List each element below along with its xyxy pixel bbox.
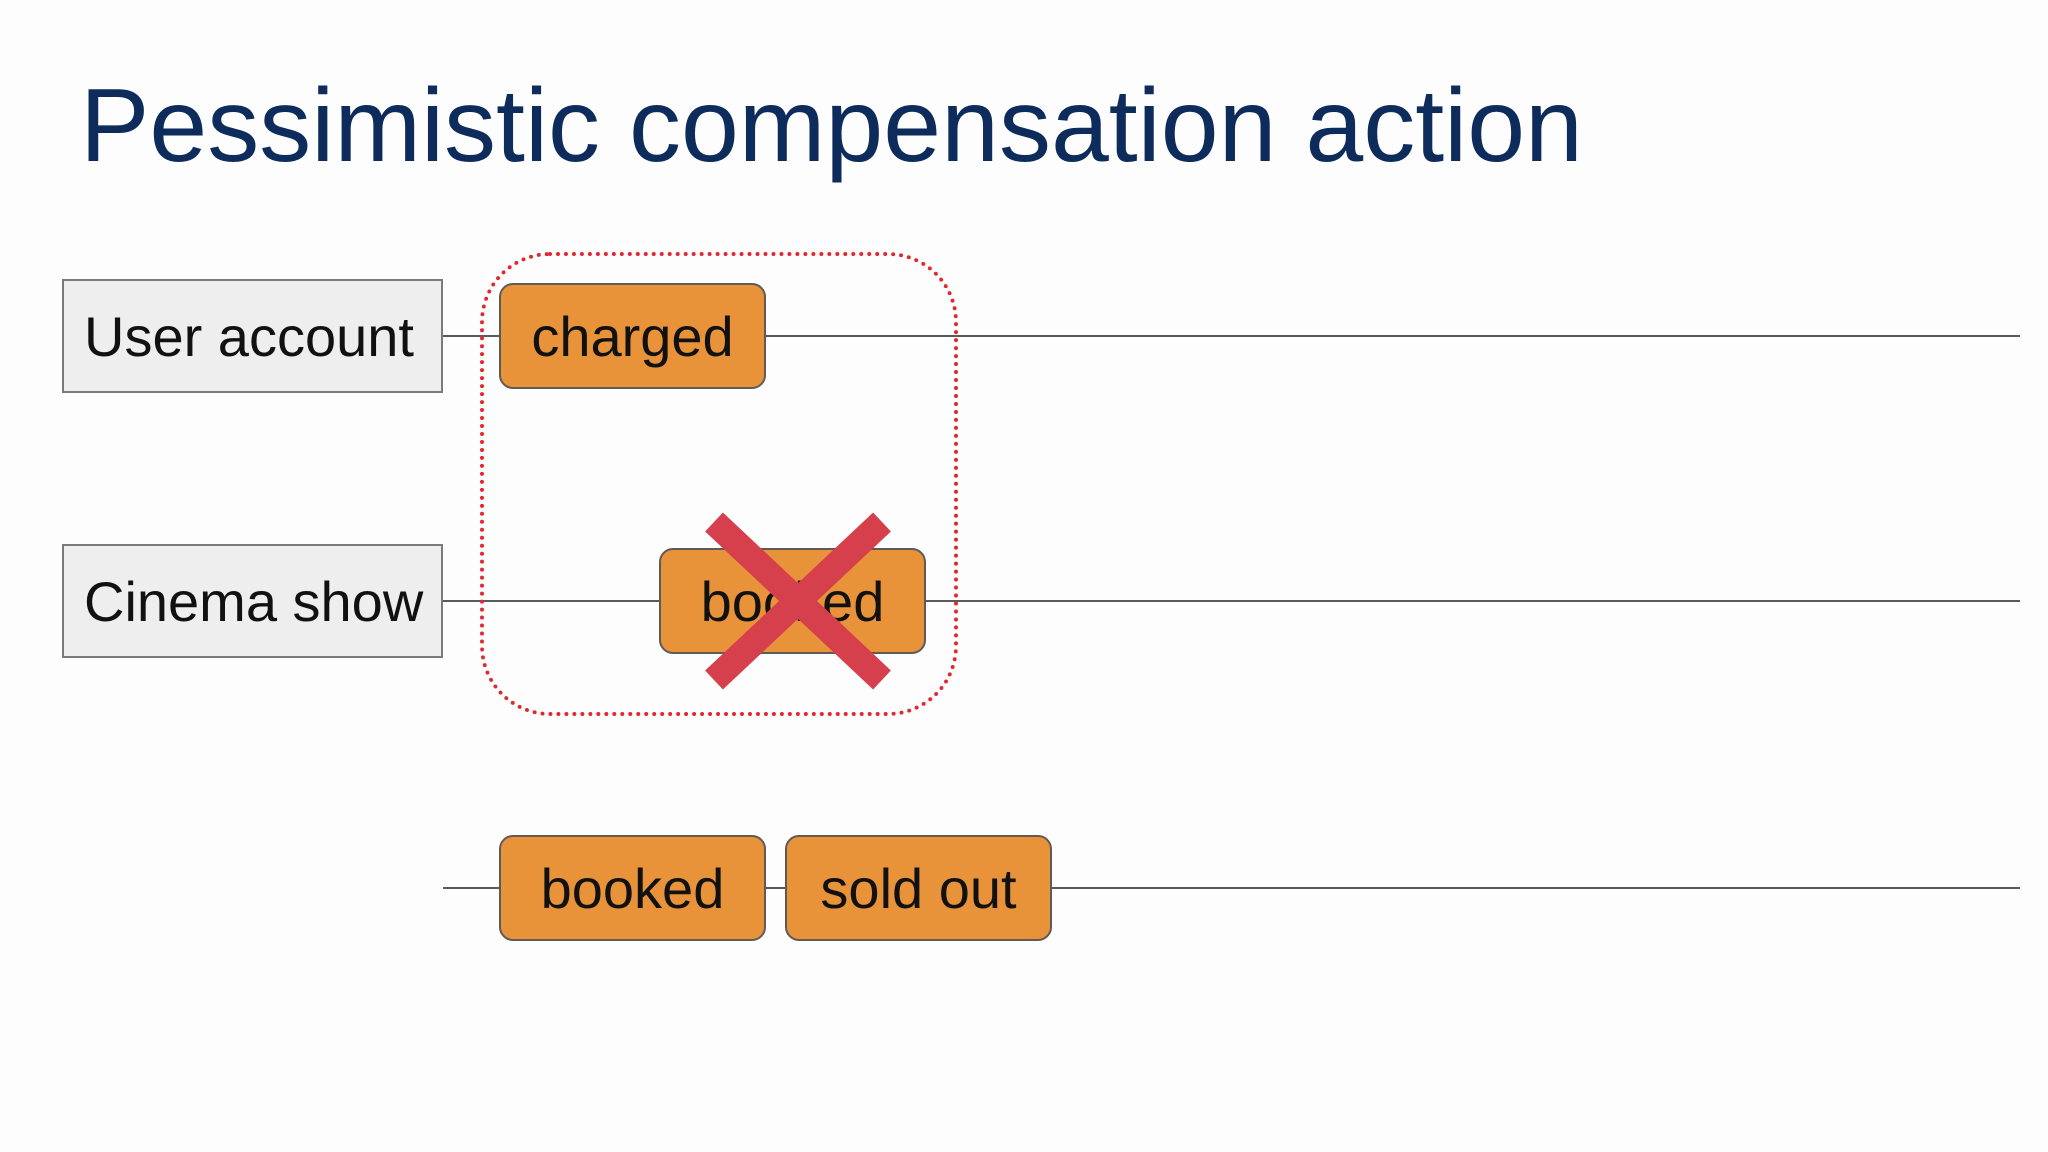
compensation-group-frame — [480, 252, 958, 716]
event-sold-out: sold out — [785, 835, 1052, 941]
lane-label-text: Cinema show — [84, 569, 424, 633]
event-charged: charged — [499, 283, 766, 389]
cross-icon — [705, 512, 891, 690]
event-label: booked — [540, 856, 725, 920]
lane-label-text: User account — [84, 304, 414, 368]
event-label: charged — [531, 304, 734, 368]
cinema-show-timeline-after — [443, 887, 2020, 889]
event-booked: booked — [499, 835, 766, 941]
lane-label-user-account: User account — [62, 279, 443, 393]
slide-title: Pessimistic compensation action — [80, 68, 1583, 184]
user-account-timeline — [443, 335, 2020, 337]
event-label: sold out — [820, 856, 1017, 920]
lane-label-cinema-show: Cinema show — [62, 544, 443, 658]
cinema-show-timeline — [443, 600, 2020, 602]
